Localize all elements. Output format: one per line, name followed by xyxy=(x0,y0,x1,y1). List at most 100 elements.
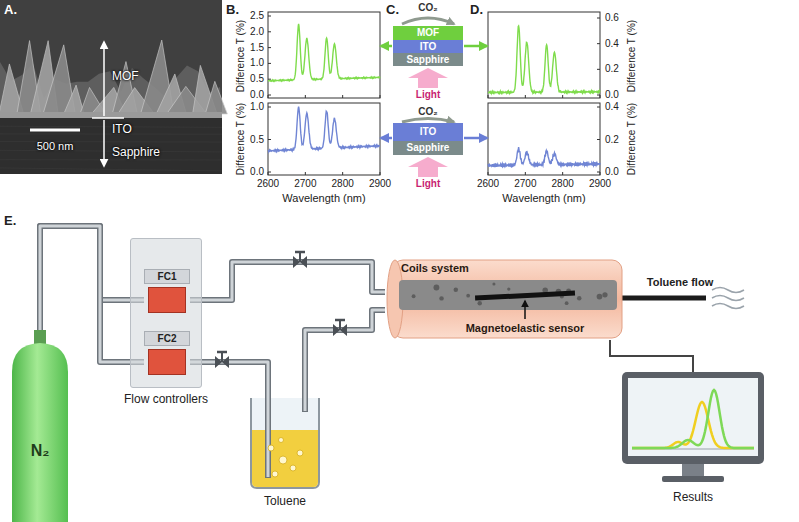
sapphire-layer: Sapphire xyxy=(393,53,463,66)
axis-tick xyxy=(597,107,600,108)
layer-name: MOF xyxy=(417,28,439,38)
outlet-stub xyxy=(302,398,308,412)
tick-label: 0.5 xyxy=(250,74,264,84)
dip-tube xyxy=(267,398,270,477)
axis-title: Difference T (%) xyxy=(236,20,246,92)
controller-panel: Flow controllersFC1FC2 xyxy=(130,238,202,388)
bubble xyxy=(272,471,278,477)
pipe-wall xyxy=(305,310,385,398)
tick-label: 2.5 xyxy=(250,11,264,21)
sem-texture xyxy=(0,150,222,152)
axis-tick xyxy=(597,69,600,70)
thickness-arrow xyxy=(103,120,105,166)
light-label: Light xyxy=(416,90,440,100)
axis-title: Difference T (%) xyxy=(236,103,246,175)
part-label: Toluene flow xyxy=(647,277,713,288)
sem-texture xyxy=(0,133,222,134)
mof-crystal xyxy=(205,81,227,114)
layer-label: MOF xyxy=(112,70,139,82)
sem-texture xyxy=(0,126,222,127)
coil-system: Coils system xyxy=(385,258,630,340)
pointer-arrow xyxy=(381,137,392,140)
vapour-dot xyxy=(439,296,443,300)
pipe-wall xyxy=(40,226,144,362)
controller-body xyxy=(148,287,186,313)
axis-tick xyxy=(268,95,269,98)
pipe-core xyxy=(40,226,144,330)
coil-name: Coils system xyxy=(401,262,469,274)
sapphire-region xyxy=(0,118,222,174)
vapour-dot xyxy=(602,292,607,297)
controller-body xyxy=(148,349,186,375)
axis-tick xyxy=(380,172,381,175)
gas-cylinder: N₂ xyxy=(8,330,72,522)
thickness-arrow xyxy=(103,42,105,116)
axis-tick xyxy=(525,95,526,98)
results-monitor: Results xyxy=(618,372,768,512)
axis-tick xyxy=(268,31,271,32)
panel-heading: Flow controllers xyxy=(124,392,208,406)
monitor-bezel xyxy=(622,372,764,464)
vapour-dot xyxy=(597,294,603,300)
axis-title: Wavelength (nm) xyxy=(282,193,365,204)
sem-image xyxy=(0,0,227,174)
bubble xyxy=(268,445,274,451)
valve-handle xyxy=(335,319,345,322)
axis-tick xyxy=(268,139,271,140)
vapour-wave xyxy=(712,296,744,301)
tick-label: 0.4 xyxy=(605,102,619,112)
gas-name: N₂ xyxy=(8,442,72,460)
valve-stem xyxy=(299,252,301,262)
panel-letter: D. xyxy=(470,3,483,16)
axis-tick xyxy=(600,172,601,175)
layer-name: Sapphire xyxy=(407,55,450,65)
gas-label: CO₂ xyxy=(418,107,437,117)
gas-pipe xyxy=(40,226,144,362)
axis-tick xyxy=(488,95,489,98)
layer-name: ITO xyxy=(420,127,436,137)
tick-label: 2700 xyxy=(294,179,316,189)
valve-symbol xyxy=(293,252,307,268)
axis-tick xyxy=(268,63,271,64)
toluene-liquid xyxy=(252,430,318,487)
tick-label: 1.0 xyxy=(250,58,264,68)
scale-label: 500 nm xyxy=(37,141,74,152)
cable-line xyxy=(610,340,693,372)
axis-tick xyxy=(268,79,271,80)
layer-name: Sapphire xyxy=(407,143,450,153)
scale-bar xyxy=(30,129,80,132)
controller-name: FC2 xyxy=(144,331,190,346)
vapour-dot xyxy=(565,301,569,305)
light-arrow xyxy=(408,157,448,177)
valve-stem xyxy=(339,320,341,330)
axis-tick xyxy=(597,43,600,44)
vapour-wave xyxy=(712,304,744,309)
axis-tick xyxy=(268,16,271,17)
sem-texture xyxy=(0,159,222,160)
tick-label: 2600 xyxy=(477,179,499,189)
pointer-arrow xyxy=(464,137,487,140)
sensor-strip xyxy=(475,290,575,300)
spectrum-curve xyxy=(488,147,600,167)
cylinder-valve xyxy=(34,330,46,344)
bubble xyxy=(297,450,303,456)
pipe-core xyxy=(190,262,385,300)
monitor-base xyxy=(662,476,724,482)
tick-label: 0.6 xyxy=(605,13,619,23)
bubble xyxy=(279,456,287,464)
mof-layer: MOF xyxy=(393,26,463,40)
axis-tick xyxy=(305,172,306,175)
axis-title: Wavelength (nm) xyxy=(502,193,585,204)
panel-letter: C. xyxy=(386,3,399,16)
axis-tick xyxy=(562,172,563,175)
valve-handle xyxy=(217,351,227,354)
cylinder-body xyxy=(12,343,68,522)
pipe-core xyxy=(305,310,385,398)
result-curve xyxy=(632,390,754,448)
axis-tick xyxy=(597,18,600,19)
bubble xyxy=(290,465,296,471)
axis-tick xyxy=(600,95,601,98)
vapour-dot xyxy=(466,294,470,298)
